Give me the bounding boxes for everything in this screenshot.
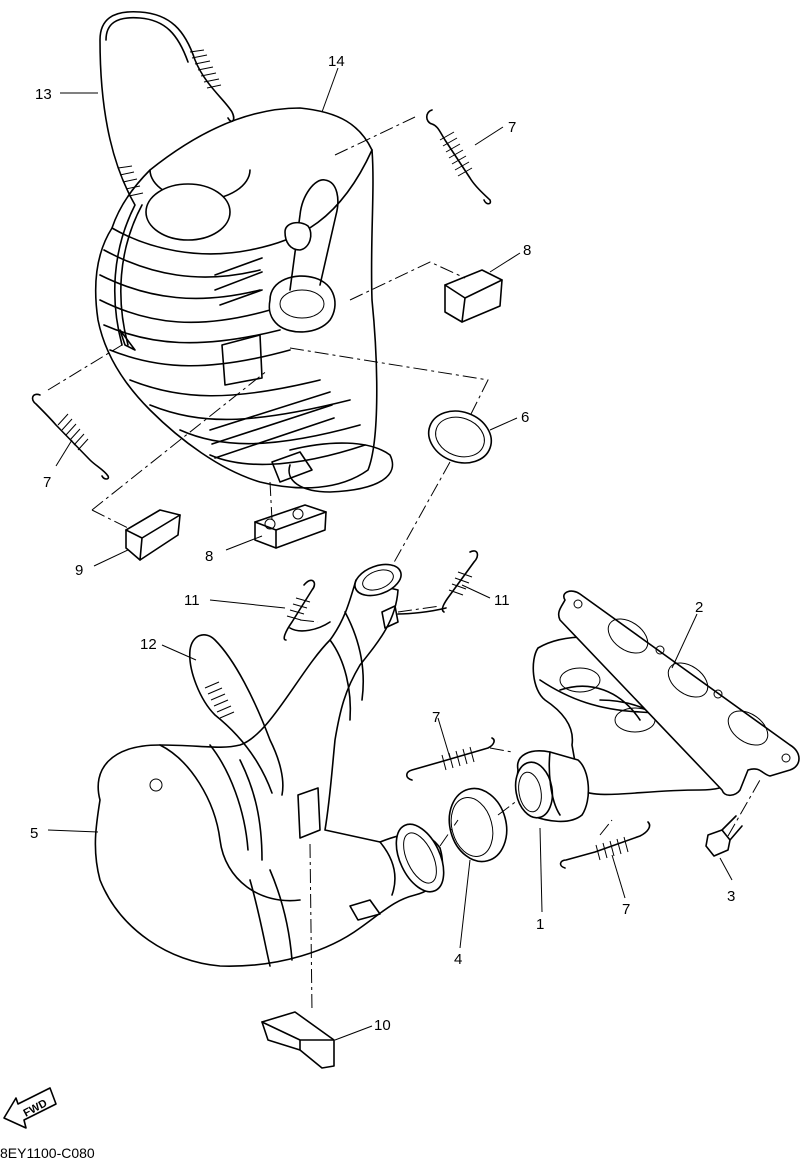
muffler-part-14 <box>94 107 394 493</box>
label-14: 14 <box>328 53 345 70</box>
label-4: 4 <box>454 951 462 968</box>
label-11-right: 11 <box>494 592 510 609</box>
spring-part-11-right <box>397 550 479 615</box>
label-6: 6 <box>521 409 529 426</box>
spring-part-7-left <box>31 393 110 480</box>
label-7-lower: 7 <box>622 901 630 918</box>
label-9: 9 <box>75 562 83 579</box>
gasket-part-2 <box>557 590 800 797</box>
bolt-part-3 <box>705 815 743 857</box>
leader-lines <box>47 67 733 1041</box>
label-5: 5 <box>30 825 38 842</box>
assembly-lines <box>47 116 761 1013</box>
bracket-part-10 <box>261 1011 335 1069</box>
label-8-lower: 8 <box>205 548 213 565</box>
label-1: 1 <box>536 916 544 933</box>
spring-part-7-lower <box>559 821 651 869</box>
label-10: 10 <box>374 1017 391 1034</box>
fwd-arrow: FWD <box>3 1087 57 1129</box>
bracket-part-8-lower <box>254 504 327 549</box>
joint-part-4 <box>448 787 508 863</box>
label-7-mid: 7 <box>432 709 440 726</box>
hanger-part-12 <box>189 634 284 796</box>
gasket-part-6 <box>427 410 493 464</box>
label-7-left: 7 <box>43 474 51 491</box>
part-labels: 13 14 7 8 7 6 8 9 11 11 12 2 7 5 3 7 1 4… <box>30 53 735 1034</box>
label-12: 12 <box>140 636 157 653</box>
diagram-code: 8EY1100-C080 <box>0 1145 95 1161</box>
spring-part-7-upper <box>425 109 492 205</box>
label-11-left: 11 <box>184 592 200 609</box>
label-2: 2 <box>695 599 703 616</box>
spring-part-7-mid <box>405 737 495 781</box>
label-3: 3 <box>727 888 735 905</box>
label-7-upper: 7 <box>508 119 516 136</box>
bracket-part-9 <box>125 509 181 561</box>
hanger-part-13 <box>99 11 235 346</box>
spring-part-11-left <box>283 579 331 641</box>
bracket-part-8-upper <box>444 269 503 323</box>
label-13: 13 <box>35 86 52 103</box>
exhaust-pipe-part-5 <box>94 563 445 967</box>
label-8-upper: 8 <box>523 242 531 259</box>
